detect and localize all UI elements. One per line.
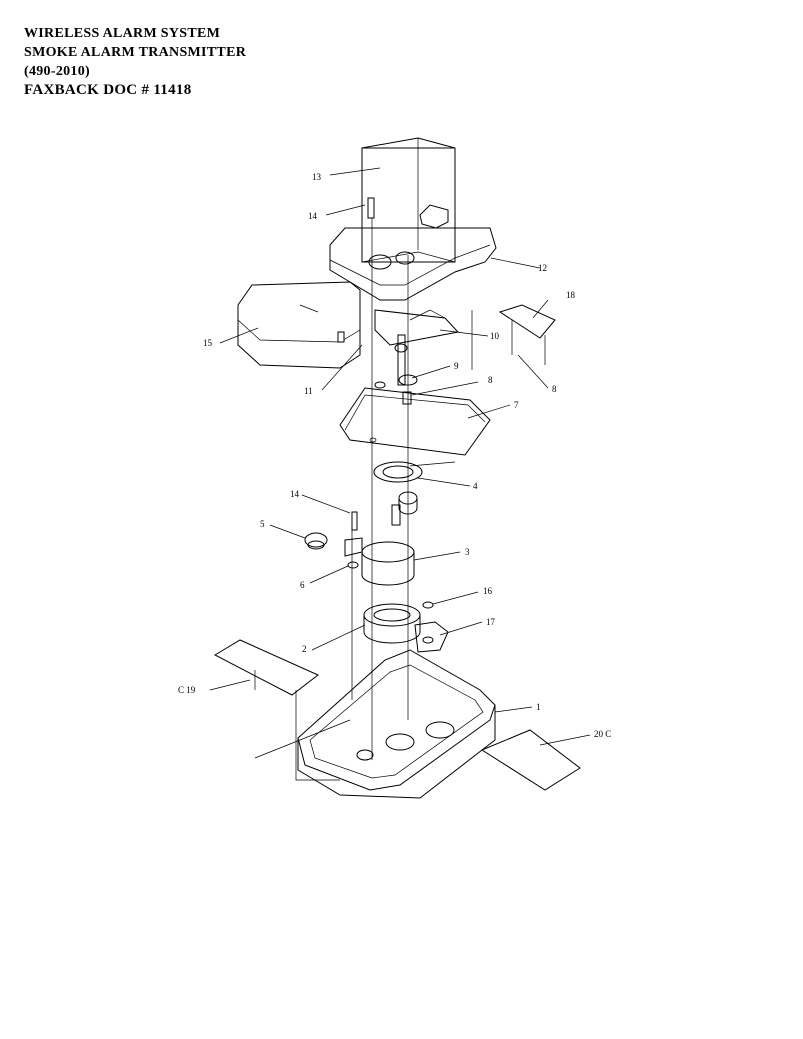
- part-7-circuit-board: [339, 387, 491, 456]
- callout-8-right: 8: [552, 384, 557, 394]
- header-line-2: SMOKE ALARM TRANSMITTER: [24, 45, 247, 60]
- document-header: WIRELESS ALARM SYSTEM SMOKE ALARM TRANSM…: [24, 24, 246, 100]
- part-1-base: [297, 649, 496, 799]
- part-12-top-cover: [329, 227, 497, 301]
- part-8-screw: [402, 391, 412, 405]
- part-16-pin: [422, 601, 434, 609]
- part-4-gasket-ring: [373, 461, 456, 483]
- part-15-front-cover: [237, 281, 361, 369]
- callout-2: 2: [302, 644, 307, 654]
- callout-3: 3: [465, 547, 470, 557]
- part-17-bracket: [414, 621, 449, 653]
- callout-17: 17: [486, 617, 496, 627]
- callout-labels: 13 14 12 18 15 10 11 9 8 8 7 4 14 5 3 6 …: [178, 172, 611, 739]
- part-3-chamber: [361, 491, 418, 586]
- part-13-box: [361, 137, 456, 263]
- callout-18: 18: [566, 290, 576, 300]
- callout-10: 10: [490, 331, 500, 341]
- callout-4: 4: [473, 481, 478, 491]
- callout-1: 1: [536, 702, 541, 712]
- part-10-bracket: [374, 309, 459, 346]
- callout-14-lower: 14: [290, 489, 300, 499]
- part-20-label: [480, 729, 581, 791]
- callout-7: 7: [514, 400, 519, 410]
- callout-11: 11: [304, 386, 313, 396]
- callout-5: 5: [260, 519, 265, 529]
- callout-9: 9: [454, 361, 459, 371]
- callout-13: 13: [312, 172, 322, 182]
- part-5-battery-clip: [304, 532, 328, 550]
- part-6-bracket: [344, 537, 363, 569]
- header-line-4: FAXBACK DOC # 11418: [24, 82, 192, 98]
- callout-19: C 19: [178, 685, 196, 695]
- callout-15: 15: [203, 338, 213, 348]
- assembly-guide-lines: [254, 218, 473, 781]
- part-14-screw-upper: [367, 197, 375, 219]
- callout-16: 16: [483, 586, 493, 596]
- header-line-1: WIRELESS ALARM SYSTEM: [24, 26, 221, 41]
- header-line-3: (490-2010): [24, 64, 90, 79]
- callout-14-upper: 14: [308, 211, 318, 221]
- callout-6: 6: [300, 580, 305, 590]
- leader-lines: [209, 167, 591, 759]
- callout-8-left: 8: [488, 375, 493, 385]
- callout-20: 20 C: [594, 729, 611, 739]
- callout-12: 12: [538, 263, 547, 273]
- part-19-label: [213, 639, 319, 696]
- part-2-ring: [363, 603, 421, 644]
- part-14-screw-lower: [351, 511, 358, 531]
- part-18-clip: [498, 304, 556, 365]
